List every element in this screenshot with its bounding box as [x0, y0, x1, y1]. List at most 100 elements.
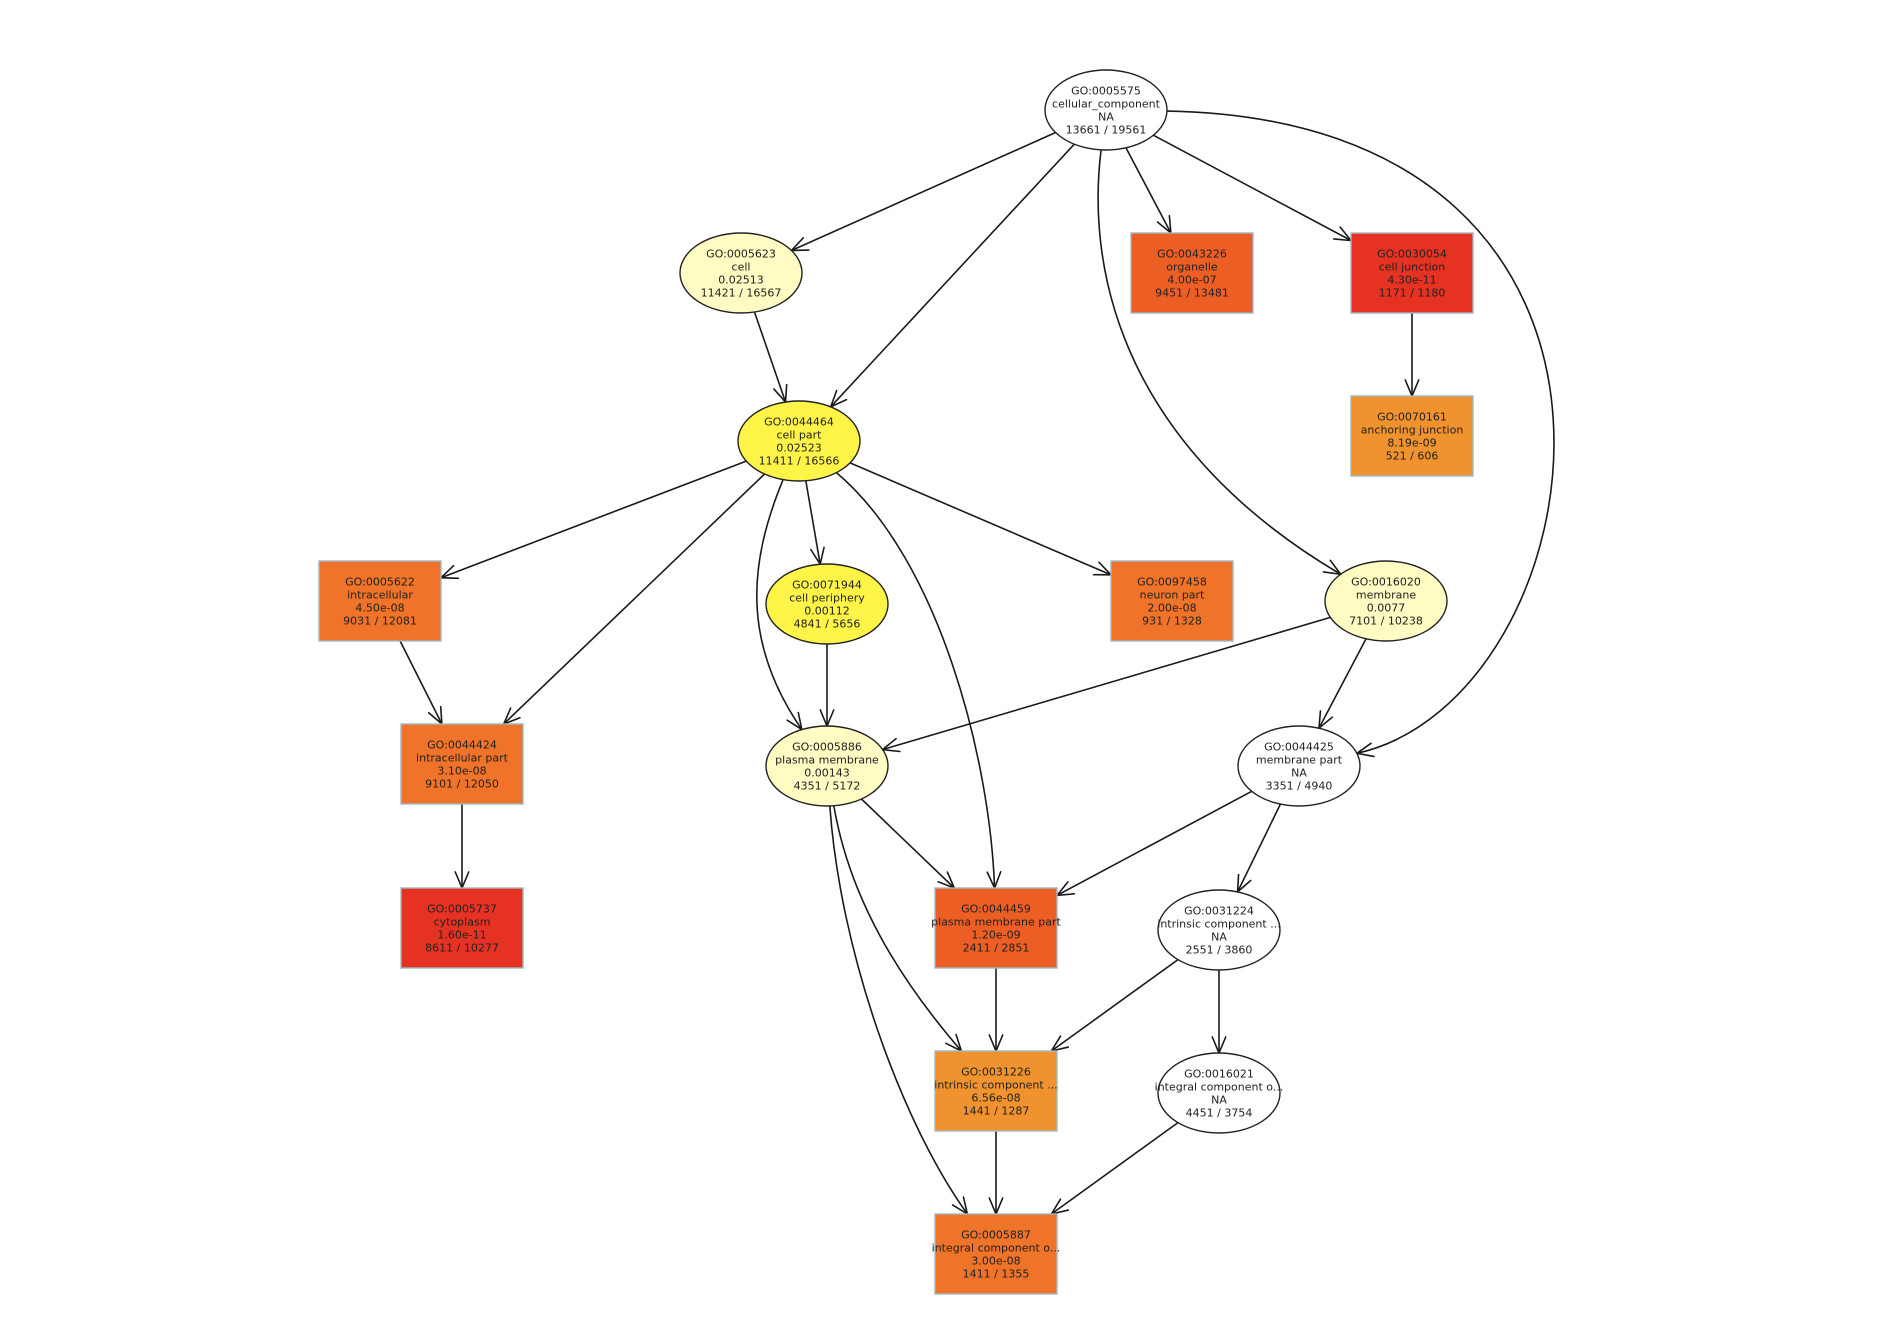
- node-label-line: cell part: [777, 429, 823, 442]
- node-label-line: GO:0016021: [1184, 1068, 1254, 1081]
- node-label-line: plasma membrane part: [931, 916, 1061, 929]
- node-label-line: 1441 / 1287: [963, 1105, 1030, 1118]
- edges-layer: [399, 110, 1555, 1217]
- node-label-line: GO:0030054: [1377, 248, 1447, 261]
- node-label-line: integral component o...: [932, 1242, 1061, 1255]
- node-label-line: 1411 / 1355: [963, 1268, 1030, 1281]
- edge-n0044464-to-n0005886: [755, 479, 803, 731]
- node-label-line: GO:0005886: [792, 741, 862, 754]
- node-label-line: GO:0044459: [961, 903, 1031, 916]
- node-label-line: cellular_component: [1052, 98, 1161, 111]
- node-ellipse: [1237, 725, 1361, 807]
- edge-n0005575-to-n0044425: [1166, 110, 1555, 755]
- edge-n0044425-to-n0031224: [1236, 803, 1282, 893]
- node-label-line: 9031 / 12081: [343, 615, 417, 628]
- node-label-line: 1171 / 1180: [1379, 287, 1446, 300]
- arrowhead-n0016020-to-n0044425: [1317, 710, 1334, 731]
- edge-n0005575-to-n0043226: [1125, 147, 1172, 234]
- edge-n0005886-to-n0031226: [833, 805, 963, 1052]
- node-label-line: 8611 / 10277: [425, 942, 499, 955]
- node-box: [400, 723, 524, 805]
- node-label-line: GO:0044425: [1264, 741, 1334, 754]
- edge-n0044464-to-n0071944: [805, 480, 821, 565]
- edge-n0005575-to-n0044464: [830, 143, 1075, 408]
- node-box: [934, 1050, 1058, 1132]
- node-label-line: cell periphery: [789, 592, 865, 605]
- arrowhead-n0044425-to-n0044459: [1055, 881, 1076, 897]
- node-label-line: membrane part: [1256, 754, 1343, 767]
- node-label-line: GO:0005575: [1071, 85, 1141, 98]
- node-label-line: 13661 / 19561: [1066, 124, 1147, 137]
- node-label-line: 1.60e-11: [437, 929, 486, 942]
- node-label-line: 6.56e-08: [971, 1092, 1020, 1105]
- node-label-line: 9101 / 12050: [425, 778, 499, 791]
- node-box: [1130, 232, 1254, 314]
- node-label-line: cell junction: [1379, 261, 1446, 274]
- node-label-line: membrane: [1356, 589, 1416, 602]
- node-label-line: GO:0005623: [706, 248, 776, 261]
- node-label-line: GO:0016020: [1351, 576, 1421, 589]
- node-label-line: 0.02523: [776, 442, 822, 455]
- node-label-line: 2411 / 2851: [963, 942, 1030, 955]
- node-label-line: 0.02513: [718, 274, 764, 287]
- node-label-line: 2.00e-08: [1147, 602, 1196, 615]
- node-ellipse: [765, 725, 889, 807]
- node-label-line: integral component o...: [1155, 1081, 1284, 1094]
- node-ellipse: [1157, 1052, 1281, 1134]
- node-label-line: cytoplasm: [434, 916, 491, 929]
- node-ellipse: [1157, 889, 1281, 971]
- edge-n0005622-to-n0044424: [399, 640, 443, 725]
- node-label-line: 0.0077: [1367, 602, 1406, 615]
- node-label-line: intracellular: [347, 589, 413, 602]
- node-label-line: GO:0097458: [1137, 576, 1207, 589]
- node-box: [1350, 232, 1474, 314]
- node-label-line: cell: [732, 261, 751, 274]
- edge-n0016020-to-n0044425: [1318, 638, 1367, 729]
- arrowhead-n0005575-to-n0043226: [1156, 214, 1172, 235]
- node-box: [934, 887, 1058, 969]
- edge-n0005886-to-n0005887: [829, 805, 968, 1215]
- edge-n0005886-to-n0044459: [860, 798, 955, 889]
- edge-n0005623-to-n0044464: [753, 311, 787, 403]
- node-label-line: NA: [1098, 111, 1114, 124]
- node-label-line: GO:0031224: [1184, 905, 1254, 918]
- node-label-line: 0.00143: [804, 767, 850, 780]
- node-ellipse: [679, 232, 803, 314]
- node-label-line: 11411 / 16566: [759, 455, 840, 468]
- node-label-line: 7101 / 10238: [1349, 615, 1423, 628]
- node-label-line: intrinsic component ...: [1157, 918, 1280, 931]
- node-box: [318, 560, 442, 642]
- node-box: [400, 887, 524, 969]
- node-label-line: 11421 / 16567: [701, 287, 782, 300]
- edge-n0016021-to-n0005887: [1050, 1121, 1179, 1215]
- node-label-line: 8.19e-09: [1387, 437, 1436, 450]
- node-label-line: 2551 / 3860: [1186, 944, 1253, 957]
- node-label-line: 521 / 606: [1386, 450, 1439, 463]
- edge-n0005575-to-n0030054: [1152, 134, 1352, 242]
- node-label-line: GO:0005737: [427, 903, 497, 916]
- node-label-line: 0.00112: [804, 605, 850, 618]
- node-label-line: anchoring junction: [1361, 424, 1464, 437]
- node-label-line: 1.20e-09: [971, 929, 1020, 942]
- node-ellipse: [765, 563, 889, 645]
- edge-n0044425-to-n0044459: [1056, 790, 1253, 897]
- node-label-line: 931 / 1328: [1142, 615, 1202, 628]
- node-label-line: 4.30e-11: [1387, 274, 1436, 287]
- node-label-line: 3.00e-08: [971, 1255, 1020, 1268]
- node-label-line: intracellular part: [416, 752, 509, 765]
- node-label-line: 9451 / 13481: [1155, 287, 1229, 300]
- node-label-line: GO:0070161: [1377, 411, 1447, 424]
- node-label-line: NA: [1211, 1094, 1227, 1107]
